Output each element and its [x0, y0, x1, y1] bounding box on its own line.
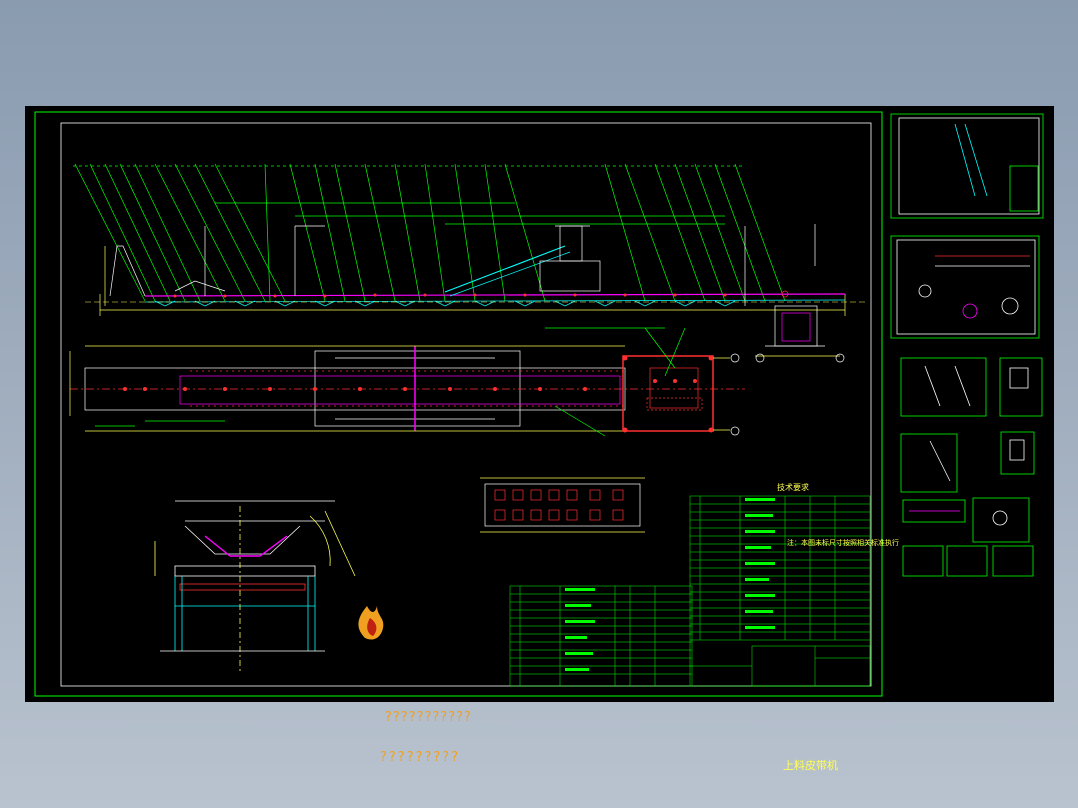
- logo-caption: ?????????: [380, 750, 461, 765]
- cad-drawing-canvas[interactable]: ??????????? ????????? 上料皮带机 技术要求 注：本图未标尺…: [25, 106, 1054, 772]
- detail-sheet-10: [946, 545, 988, 577]
- parts-list-text-marks: [565, 498, 775, 671]
- detail-sheet-6: [1000, 431, 1035, 475]
- detail-sheet-9: [902, 545, 944, 577]
- detail-sheet-7: [902, 499, 966, 523]
- detail-sheet-8: [972, 497, 1030, 543]
- detail-sheet-11: [992, 545, 1034, 577]
- cad-drawing: [34, 111, 1044, 697]
- dimension-lines: [99, 246, 846, 316]
- technical-notes-title: 技术要求: [777, 483, 809, 492]
- belt-idler-marks: [173, 290, 789, 298]
- flame-logo-icon: [358, 606, 384, 640]
- main-sheet-inner-border: [60, 122, 872, 687]
- detail-sheet-thumbnails: [890, 113, 1044, 577]
- detail-sheet-4: [999, 357, 1043, 417]
- main-sheet-border: [34, 111, 883, 697]
- parts-list-tables: [509, 495, 871, 687]
- technical-note: 注：本图未标尺寸按照相关标准执行: [787, 539, 899, 547]
- support-legs: [154, 300, 736, 307]
- side-elevation-view: [73, 163, 865, 357]
- plan-idler-marks: [123, 379, 697, 391]
- detail-sheet-2: [890, 235, 1040, 339]
- detail-sheet-3: [900, 357, 987, 417]
- logo-title: ???????????: [385, 710, 472, 725]
- leader-lines: [73, 163, 786, 302]
- detail-sheet-1: [890, 113, 1044, 219]
- conveyor-frame: [109, 224, 846, 357]
- cross-section-view: [154, 500, 356, 671]
- detail-sheet-5: [900, 433, 958, 493]
- plan-view: [69, 327, 845, 437]
- title-block-name: 上料皮带机: [783, 759, 838, 772]
- foundation-plan-view: [480, 477, 645, 533]
